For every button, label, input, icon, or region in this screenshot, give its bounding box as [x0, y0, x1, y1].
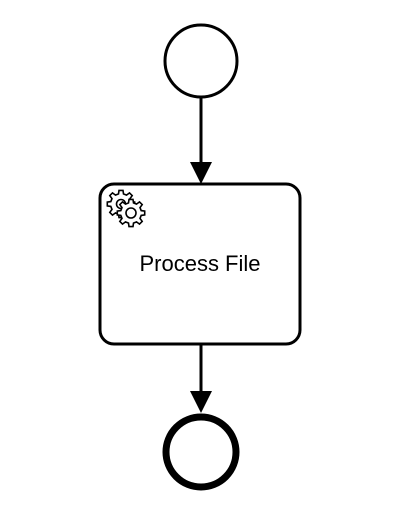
sequence-flow-task-to-end[interactable] [190, 344, 212, 413]
arrowhead-icon [190, 162, 212, 184]
start-event[interactable] [163, 23, 239, 99]
task-box[interactable] [98, 182, 302, 346]
arrowhead-icon [190, 391, 212, 413]
gear-icon [106, 189, 146, 228]
task-label: Process File [139, 251, 260, 276]
sequence-flow-start-to-task[interactable] [190, 98, 212, 184]
service-task[interactable]: Process File [98, 182, 302, 346]
end-event[interactable] [162, 413, 240, 491]
